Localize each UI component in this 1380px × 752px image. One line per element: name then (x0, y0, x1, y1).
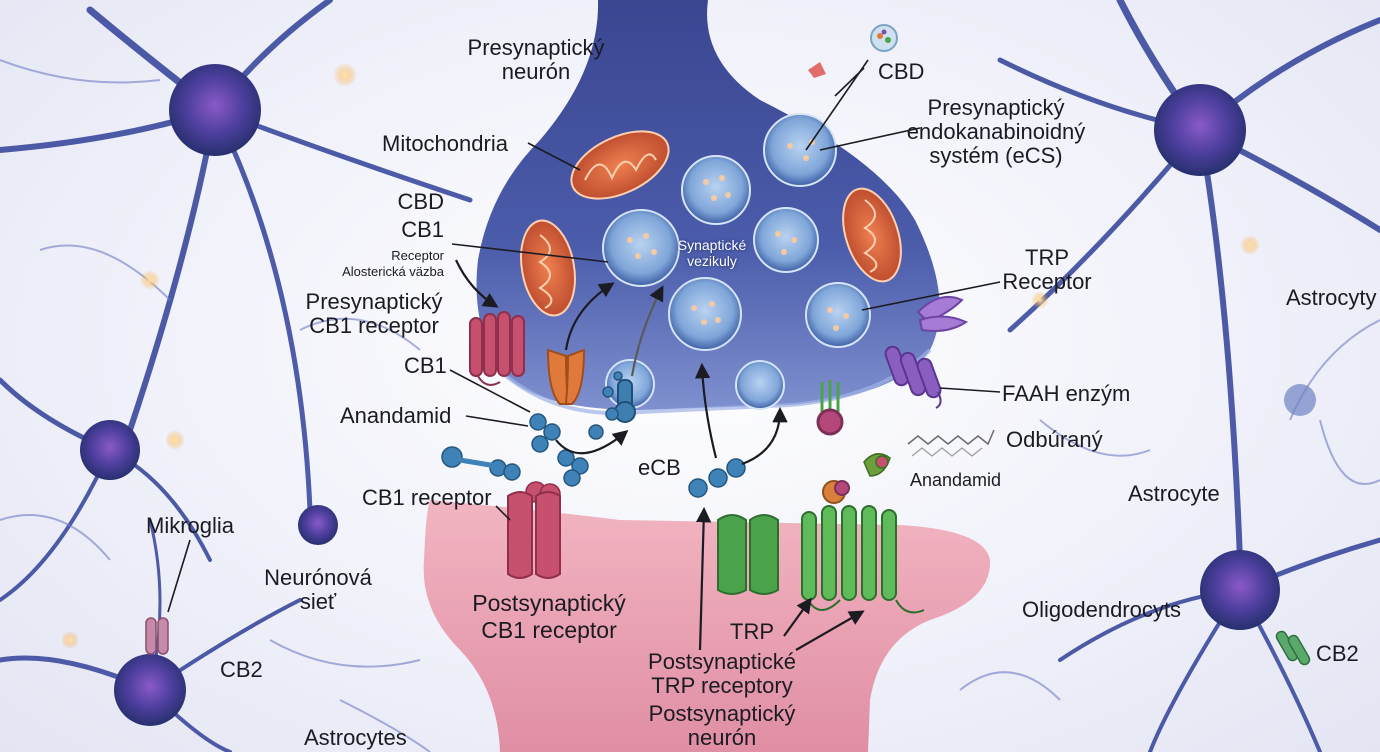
label-line: TRP (1025, 245, 1069, 270)
neuron-soma-top-right (1154, 84, 1246, 176)
label-astrocyte-edge: Astrocyty (1286, 285, 1377, 310)
label-line: vezikuly (687, 253, 737, 269)
cbd-binding-site (808, 62, 826, 78)
label-line: Presynaptický (305, 289, 443, 314)
label-line: Presynaptický (927, 95, 1065, 120)
label-cbd-top: CBD (878, 59, 925, 84)
label-cb1-mid: CB1 (404, 353, 447, 378)
postsynaptic-trp-channel (717, 514, 779, 595)
cb2-receptor-right (1275, 630, 1311, 666)
postsynaptic-cb1-receptor (507, 491, 561, 579)
label-line: Synaptické (677, 237, 747, 253)
leader-lines (167, 59, 1001, 613)
label-line: Receptor (1002, 269, 1092, 294)
label-cb2-right: CB2 (1316, 641, 1359, 666)
cb1-receptor-blue (614, 379, 636, 423)
label-line: Neurónová (264, 565, 372, 590)
label-presynaptic-neuron: Presynaptický neurón (436, 36, 636, 84)
mitochondria (520, 130, 902, 317)
label-cb1-left: CB1 (401, 217, 444, 242)
postsynaptic-trp-receptor (801, 480, 925, 614)
label-receptor-small: Receptor (391, 248, 444, 263)
microglia-cb2 (145, 617, 169, 655)
label-oligodendrocytes: Oligodendrocyts (1022, 597, 1181, 622)
label-trp: TRP (730, 619, 774, 644)
label-postsynaptic-cb1: Postsynaptický CB1 receptor (444, 590, 654, 644)
label-cb1-receptor: CB1 receptor (362, 485, 492, 510)
label-line: systém (eCS) (929, 143, 1063, 168)
label-line: sieť (299, 589, 337, 614)
label-synaptic-vesicles: Synaptické vezikuly (662, 237, 762, 269)
label-allosteric-binding: Alosterická väzba (342, 264, 444, 279)
label-postsynaptic-trp: Postsynaptické TRP receptory (632, 650, 812, 698)
trp-receptor-presynaptic (916, 296, 969, 332)
label-postsynaptic-neuron: Postsynaptický neurón (622, 702, 822, 750)
cbd-molecule (870, 24, 898, 52)
label-presynaptic-cb1: Presynaptický CB1 receptor (296, 290, 452, 338)
label-line: neurón (501, 59, 571, 84)
label-line: Postsynaptický (648, 701, 796, 726)
anandamide-molecule (863, 453, 891, 477)
label-line: CB1 receptor (309, 313, 439, 338)
label-degraded: Odbúraný (1006, 427, 1103, 452)
label-line: Postsynaptické (648, 649, 796, 674)
label-line: neurón (687, 725, 757, 750)
label-faah-enzyme: FAAH enzým (1002, 381, 1131, 406)
label-line: Postsynaptický (472, 590, 626, 616)
label-trp-receptor: TRP Receptor (992, 246, 1102, 294)
label-astrocytes-bottom: Astrocytes (304, 725, 407, 750)
label-microglia: Mikroglia (146, 513, 235, 538)
neuron-soma-bottom-right (1200, 550, 1280, 630)
label-cb2-left: CB2 (220, 657, 263, 682)
neuron-soma-top-left (169, 64, 261, 156)
flow-arrows (455, 259, 865, 651)
presynaptic-cb1-receptor (469, 311, 525, 386)
neuron-soma-mid-left (80, 420, 140, 480)
label-line: CB1 receptor (481, 617, 617, 643)
ecb-molecules (441, 371, 746, 498)
label-neural-network: Neurónová sieť (258, 566, 378, 614)
label-line: TRP receptory (651, 673, 793, 698)
label-anandamide-left: Anandamid (340, 403, 452, 428)
label-ecb: eCB (638, 455, 681, 480)
cb1-receptor-orange (546, 348, 586, 405)
label-presynaptic-ecs: Presynaptický endokanabinoidný systém (e… (898, 96, 1094, 168)
label-cbd-left: CBD (397, 189, 444, 214)
axon-terminal-left (298, 505, 338, 545)
label-line: Presynaptický (467, 35, 605, 60)
label-astrocyte-right: Astrocyte (1128, 481, 1220, 506)
label-anandamide-right: Anandamid (910, 470, 1002, 490)
label-line: endokanabinoidný (906, 119, 1086, 144)
faah-enzyme (884, 345, 942, 409)
label-mitochondria: Mitochondria (382, 131, 508, 156)
degraded-chain (907, 429, 995, 446)
neuron-soma-bottom-left (114, 654, 186, 726)
pre-green-channel (816, 380, 844, 436)
